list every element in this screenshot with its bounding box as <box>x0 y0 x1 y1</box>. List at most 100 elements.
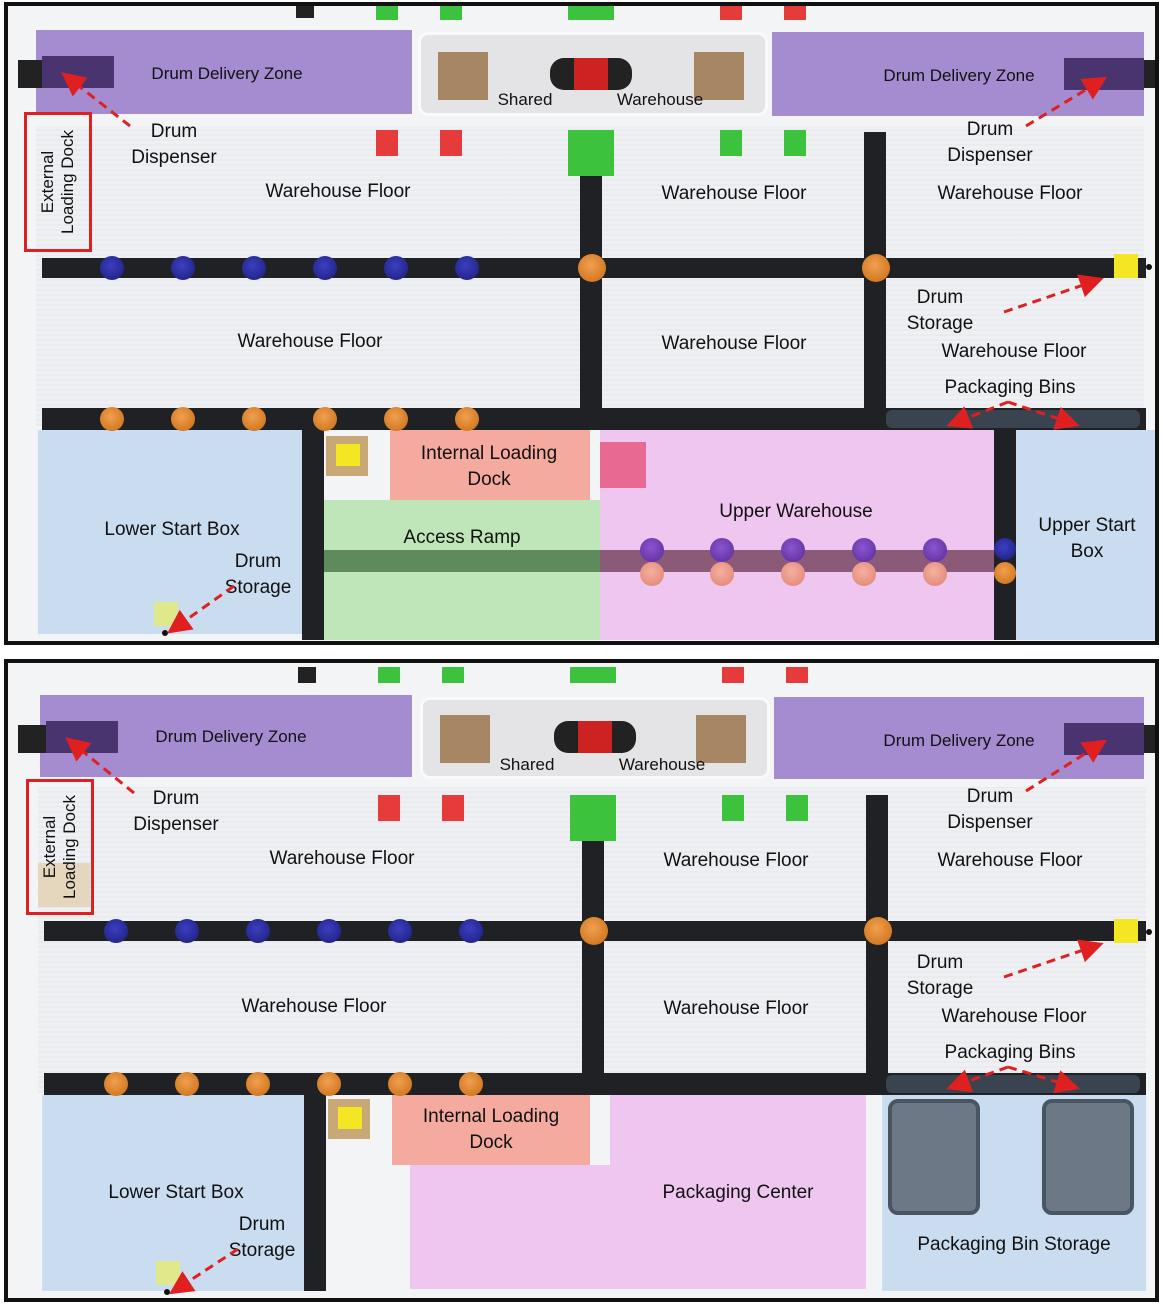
drum-storage-right-label-1: Drum <box>916 287 964 308</box>
warehouse-floor-label: Warehouse Floor <box>941 1006 1087 1027</box>
drum-dispenser-right-label-2: Dispenser <box>947 812 1033 833</box>
drum-dispenser-left-block <box>42 56 114 88</box>
external-loading-dock-label: External Loading Dock <box>40 795 79 899</box>
shared-crate-left <box>440 715 490 763</box>
waypoint-orange <box>242 407 266 431</box>
waypoint-orange <box>246 1072 270 1096</box>
waypoint-purple <box>781 538 805 562</box>
internal-loading-dock <box>390 430 590 500</box>
shared-label: Shared <box>497 90 553 109</box>
waypoint-orange <box>388 1072 412 1096</box>
waypoint-purple <box>923 538 947 562</box>
waypoint-orange <box>384 407 408 431</box>
marker-green <box>786 795 808 821</box>
drum-storage-left-label-2: Storage <box>224 577 292 598</box>
pallet-external-dock <box>38 863 90 907</box>
waypoint-blue <box>175 919 199 943</box>
marker-green-large <box>570 795 616 841</box>
warehouse-floor-label: Warehouse Floor <box>941 341 1087 362</box>
drum-storage-left <box>156 1261 180 1285</box>
waypoint-salmon <box>640 562 664 586</box>
packaging-bin-storage-label: Packaging Bin Storage <box>917 1234 1111 1255</box>
waypoint-salmon <box>923 562 947 586</box>
shared-crate-right <box>694 52 744 100</box>
upper-start-box <box>1016 430 1155 640</box>
waypoint-orange <box>862 254 890 282</box>
packaging-bin-left <box>888 1099 980 1215</box>
upper-start-box-label-1: Upper Start <box>1038 515 1136 536</box>
track-vertical-upper <box>994 430 1016 640</box>
marker-green <box>376 6 398 20</box>
track-vertical-center <box>582 841 604 1073</box>
track-vertical-lower-left <box>304 1095 326 1291</box>
marker-red <box>786 667 808 683</box>
drum-dispenser-left-block <box>46 721 118 753</box>
drum-delivery-zone-right-label: Drum Delivery Zone <box>883 731 1035 750</box>
marker-red <box>376 130 398 156</box>
warehouse-label: Warehouse <box>618 755 706 774</box>
drum-on-pallet <box>336 444 360 466</box>
drum-storage-right-label-2: Storage <box>906 978 974 999</box>
marker-green <box>720 130 742 156</box>
marker-red <box>378 795 400 821</box>
warehouse-label: Warehouse <box>616 90 704 109</box>
marker-black <box>296 6 314 18</box>
packaging-center-upper <box>610 1095 866 1165</box>
drum-storage-left-label-1: Drum <box>234 551 282 572</box>
warehouse-floor-label: Warehouse Floor <box>661 183 807 204</box>
waypoint-orange <box>994 562 1016 584</box>
lower-start-box <box>38 430 302 634</box>
external-loading-dock-box <box>24 112 92 252</box>
waypoint-blue <box>994 538 1016 560</box>
upper-start-box-label-2: Box <box>1070 541 1104 562</box>
external-loading-dock-label: External Loading Dock <box>38 130 77 234</box>
waypoint-orange <box>455 407 479 431</box>
internal-loading-dock-label-2: Dock <box>467 469 511 490</box>
warehouse-floor-label: Warehouse Floor <box>937 850 1083 871</box>
packaging-center <box>410 1165 866 1289</box>
drum-dispenser-left-label-1: Drum <box>150 121 198 142</box>
lower-start-box <box>42 1095 304 1291</box>
track-vertical-lower-left <box>302 430 324 640</box>
waypoint-orange <box>864 917 892 945</box>
waypoint-blue <box>455 256 479 280</box>
waypoint-blue <box>242 256 266 280</box>
marker-green-large <box>568 130 614 176</box>
drum-storage-right <box>1114 919 1138 943</box>
drum-dispenser-left-label-1: Drum <box>152 788 200 809</box>
bottom-panel: External Loading Dock Drum Delivery Zone… <box>4 659 1159 1302</box>
packaging-bins-label: Packaging Bins <box>944 377 1076 398</box>
internal-loading-dock-label-1: Internal Loading <box>422 1106 560 1127</box>
drum-delivery-zone-left-label: Drum Delivery Zone <box>151 64 303 83</box>
ramp-track <box>324 550 600 572</box>
packaging-bins-label: Packaging Bins <box>944 1042 1076 1063</box>
waypoint-blue <box>459 919 483 943</box>
marker-green <box>722 795 744 821</box>
waypoint-salmon <box>852 562 876 586</box>
drum-dispenser-left-label-2: Dispenser <box>133 814 219 835</box>
point-marker <box>1146 929 1152 935</box>
warehouse-floor-label: Warehouse Floor <box>237 331 383 352</box>
track-vertical-center <box>580 176 602 408</box>
external-loading-dock-box <box>26 779 94 915</box>
drum-dispenser-right-label-2: Dispenser <box>947 145 1033 166</box>
top-panel: External Loading Dock Drum Delivery Zone… <box>4 2 1159 645</box>
marker-red <box>722 667 744 683</box>
shared-label: Shared <box>499 755 555 774</box>
waypoint-orange <box>100 407 124 431</box>
internal-loading-dock-label-1: Internal Loading <box>420 443 558 464</box>
shared-crate-right <box>696 715 746 763</box>
warehouse-floor-label: Warehouse Floor <box>265 181 411 202</box>
waypoint-blue <box>384 256 408 280</box>
waypoint-orange <box>580 917 608 945</box>
waypoint-orange <box>317 1072 341 1096</box>
waypoint-blue <box>388 919 412 943</box>
drum-dispenser-right-label-1: Drum <box>966 786 1014 807</box>
warehouse-floor-label: Warehouse Floor <box>663 998 809 1019</box>
drum-storage-left-label-1: Drum <box>238 1214 286 1235</box>
warehouse-floor-label: Warehouse Floor <box>663 850 809 871</box>
shared-crate-left <box>438 52 488 100</box>
warehouse-floor-label: Warehouse Floor <box>241 996 387 1017</box>
drum-dispenser-left-label-2: Dispenser <box>131 147 217 168</box>
upper-warehouse-label: Upper Warehouse <box>719 501 873 522</box>
